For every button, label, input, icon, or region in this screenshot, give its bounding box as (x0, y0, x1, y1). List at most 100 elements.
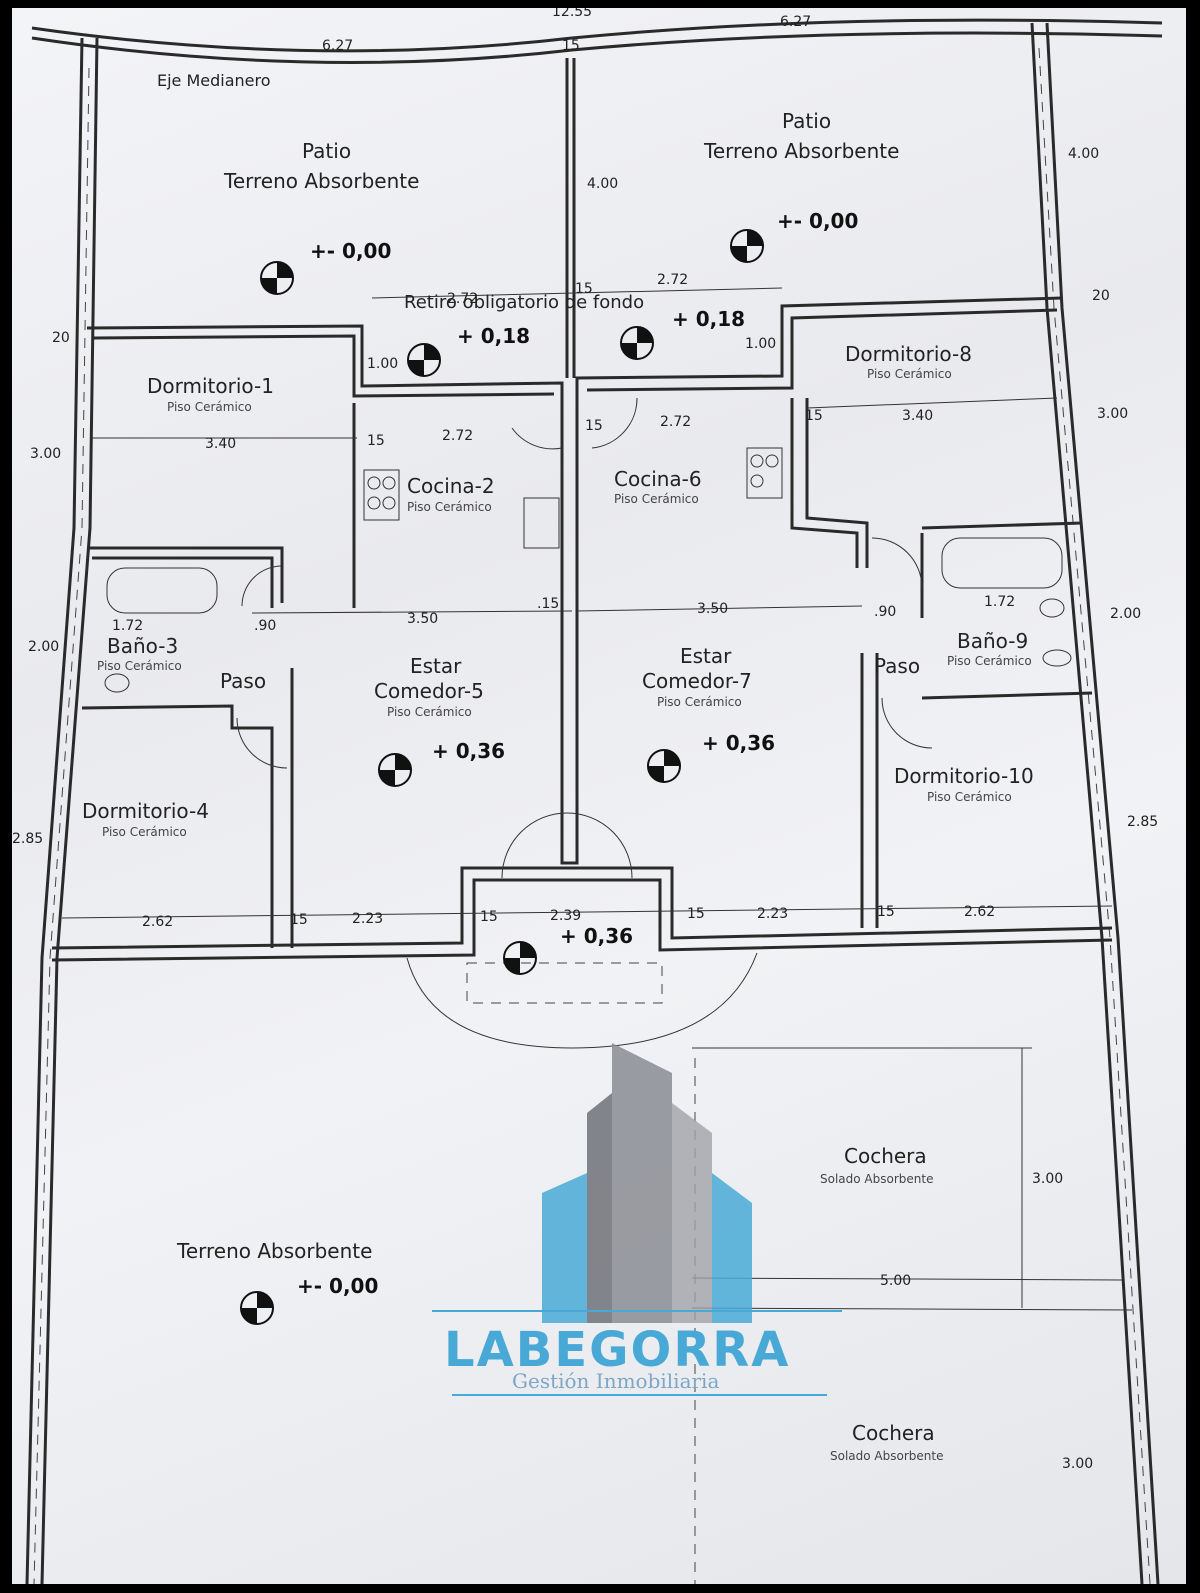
room-floor: Piso Cerámico (657, 695, 742, 709)
level-marker-icon (407, 343, 441, 377)
solado-label: Solado Absorbente (820, 1172, 933, 1186)
dim-label: 3.50 (697, 601, 728, 617)
dim-line-garage (691, 1277, 1123, 1281)
level-label: + 0,18 (457, 324, 530, 348)
door-arc (236, 717, 288, 769)
toilet-right (1039, 598, 1065, 618)
burner (750, 474, 764, 488)
level-label: +- 0,00 (777, 209, 858, 233)
dim-label: 15 (290, 912, 308, 928)
left-boundary (25, 37, 84, 1584)
dim-label: 20 (52, 330, 70, 346)
logo-tower-left (587, 1093, 612, 1323)
logo-brand-text: LABEGORRA (444, 1322, 790, 1378)
dim-label: 3.00 (30, 446, 61, 462)
burner (382, 496, 396, 510)
dim-label: 2.23 (352, 911, 383, 927)
level-label: + 0,36 (432, 739, 505, 763)
dim-label: 3.00 (1062, 1456, 1093, 1472)
door-arc (511, 427, 563, 450)
dim-label: 15 (575, 281, 593, 297)
level-marker-icon (240, 1291, 274, 1325)
room-name: Comedor-5 (374, 679, 484, 703)
right-axis (1038, 47, 1151, 1584)
door-arc (591, 397, 638, 449)
floor-plan: Eje Medianero Patio Terreno Absorbente P… (12, 8, 1163, 1584)
fridge (523, 497, 560, 549)
room-floor: Piso Cerámico (407, 500, 492, 514)
patio-left-label: Patio (302, 139, 351, 163)
level-marker-icon (260, 261, 294, 295)
room-name: Cocina-2 (407, 474, 495, 498)
dim-label: 6.27 (322, 38, 353, 54)
dim-label: 2.85 (1127, 814, 1158, 830)
dim-label: 2.72 (657, 272, 688, 288)
paso-label: Paso (220, 669, 266, 693)
dim-label: 1.72 (112, 618, 143, 634)
level-label: + 0,36 (560, 924, 633, 948)
dim-label: 2.62 (142, 914, 173, 930)
patio-right-label: Patio (782, 109, 831, 133)
dim-label: 15 (480, 909, 498, 925)
dim-label: 3.50 (407, 611, 438, 627)
dim-label: 2.00 (1110, 606, 1141, 622)
level-label: + 0,18 (672, 307, 745, 331)
room-name: Dormitorio-1 (147, 374, 274, 398)
room-floor: Piso Cerámico (927, 790, 1012, 804)
door-arc (871, 537, 923, 589)
house-top-wall (86, 296, 1063, 865)
wall-dorm1-bath-inner (92, 556, 274, 608)
dim-line (61, 905, 1113, 919)
dim-label: 3.00 (1032, 1171, 1063, 1187)
left-boundary-inner (40, 37, 99, 1584)
dim-label: 3.40 (205, 436, 236, 452)
house-top-wall-inner-right (586, 308, 1058, 392)
terreno-left-label: Terreno Absorbente (223, 169, 419, 193)
wall-dorm8-bath (921, 521, 1083, 530)
cochera-label: Cochera (852, 1421, 935, 1445)
room-name: Comedor-7 (642, 669, 752, 693)
dim-label: 1.00 (367, 356, 398, 372)
dim-line (371, 287, 783, 299)
room-floor: Piso Cerámico (97, 659, 182, 673)
porch-dashed (466, 962, 663, 1004)
dim-label: 5.00 (880, 1273, 911, 1289)
paso-label: Paso (874, 654, 920, 678)
entry-porch-arc (406, 952, 758, 1049)
wall-bath-dorm4 (81, 704, 274, 948)
entry-arch (501, 812, 633, 879)
terreno-front-label: Terreno Absorbente (176, 1239, 372, 1263)
retiro-label: Retiro obligatorio de fondo (404, 292, 644, 313)
room-floor: Piso Cerámico (947, 654, 1032, 668)
house-top-wall-inner-left (93, 334, 555, 398)
dim-label: 15 (877, 904, 895, 920)
dim-label: 2.72 (447, 291, 478, 307)
logo-tower-right (672, 1103, 712, 1323)
logo-block-right (712, 1173, 752, 1323)
burner (765, 454, 779, 468)
garage-divider (691, 1307, 1133, 1311)
room-floor: Piso Cerámico (387, 705, 472, 719)
dim-label: 4.00 (1068, 146, 1099, 162)
level-label: +- 0,00 (310, 239, 391, 263)
dim-line (806, 397, 1058, 409)
dim-label: 4.00 (587, 176, 618, 192)
stove-left (363, 469, 400, 521)
level-marker-icon (730, 229, 764, 263)
dim-label: 15 (805, 408, 823, 424)
bathtub-right (941, 537, 1063, 589)
dim-label: 2.72 (442, 428, 473, 444)
wall-cocina6-right-inner (805, 398, 869, 568)
right-boundary-inner (1045, 22, 1160, 1584)
dim-label: .90 (254, 618, 276, 634)
eje-medianero-label: Eje Medianero (157, 71, 271, 90)
terreno-right-label: Terreno Absorbente (703, 139, 899, 163)
room-floor: Piso Cerámico (614, 492, 699, 506)
dim-label: 2.00 (28, 639, 59, 655)
dim-line (576, 605, 863, 612)
cochera-label: Cochera (844, 1144, 927, 1168)
burner (382, 476, 396, 490)
floor-plan-sheet: Eje Medianero Patio Terreno Absorbente P… (12, 8, 1186, 1584)
dim-label: .90 (874, 604, 896, 620)
